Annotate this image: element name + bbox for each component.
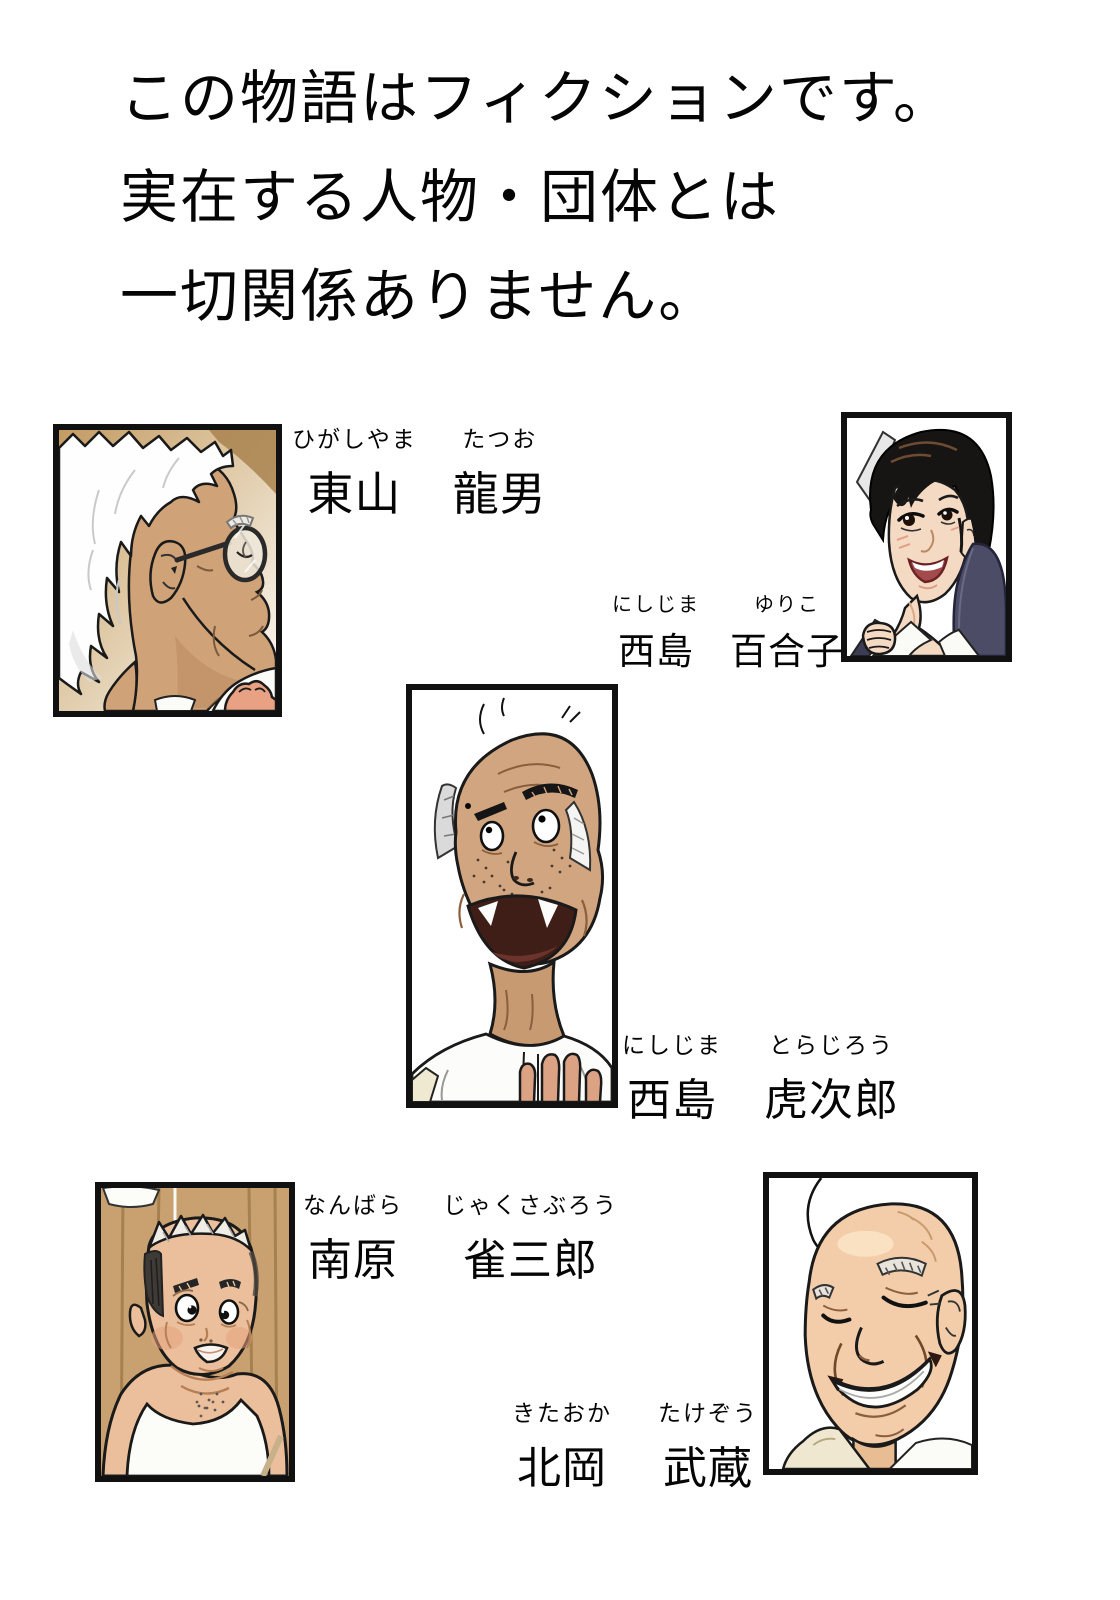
nanbara-portrait-illustration	[101, 1188, 289, 1476]
furigana-given: とらじろう	[769, 1032, 894, 1058]
family-name-column: にしじま 西島	[622, 1026, 722, 1128]
kitaoka-eyes	[821, 1286, 941, 1324]
nanbara-hair	[143, 1213, 259, 1318]
higashiyama-hair	[59, 430, 235, 696]
name-nanbara-jakusaburo: なんばら 南原 じゃくさぶろう 雀三郎	[303, 1186, 618, 1288]
given-name-column: ゆりこ 百合子	[730, 588, 844, 675]
kanji-given: 武蔵	[663, 1444, 753, 1493]
portrait-frame-higashiyama-tatsuo	[53, 424, 282, 717]
torajiro-stubble	[472, 848, 572, 896]
furigana-family: にしじま	[612, 594, 700, 616]
nanbara-chin-stubble	[197, 1392, 225, 1412]
torajiro-mouth	[466, 894, 578, 970]
nanbara-body	[101, 1363, 289, 1476]
nanbara-mouth	[193, 1343, 229, 1372]
kanji-family: 西島	[618, 632, 694, 673]
name-kitaoka-takezo: きたおか 北岡 たけぞう 武蔵	[512, 1394, 758, 1496]
torajiro-neck	[487, 958, 566, 1047]
yuriko-portrait-illustration	[847, 418, 1006, 656]
family-name-column: きたおか 北岡	[512, 1394, 612, 1496]
kanji-given: 雀三郎	[463, 1236, 598, 1285]
given-name-column: とらじろう 虎次郎	[764, 1026, 899, 1128]
yuriko-hand	[849, 618, 897, 656]
kanji-family: 東山	[307, 469, 402, 520]
yuriko-bag	[952, 542, 1006, 656]
yuriko-nose	[920, 529, 935, 553]
furigana-family: にしじま	[622, 1032, 722, 1058]
higashiyama-glasses	[174, 523, 268, 583]
kanji-family: 西島	[627, 1076, 717, 1125]
furigana-given: ゆりこ	[754, 594, 820, 616]
kitaoka-nose	[854, 1326, 885, 1366]
furigana-family: きたおか	[512, 1400, 612, 1426]
kitaoka-mouth	[827, 1351, 942, 1418]
given-name-column: じゃくさぶろう 雀三郎	[443, 1186, 618, 1288]
kitaoka-collar	[781, 1426, 972, 1469]
portrait-frame-nishijima-yuriko	[841, 412, 1012, 662]
kitaoka-portrait-illustration	[769, 1178, 972, 1469]
family-name-column: なんばら 南原	[303, 1186, 403, 1288]
nanbara-nose	[203, 1327, 209, 1342]
nanbara-eyes	[172, 1289, 249, 1328]
nanbara-ear	[128, 1303, 147, 1338]
furigana-family: なんばら	[303, 1192, 403, 1218]
torajiro-portrait-illustration	[412, 690, 612, 1102]
torajiro-eyebrows	[465, 783, 578, 821]
kanji-given: 龍男	[452, 469, 547, 520]
disclaimer-line-1: この物語はフィクションです。	[120, 66, 954, 131]
furigana-given: じゃくさぶろう	[443, 1192, 618, 1218]
furigana-family: ひがしやま	[292, 426, 417, 452]
torajiro-nose	[510, 851, 535, 887]
name-nishijima-torajiro: にしじま 西島 とらじろう 虎次郎	[622, 1026, 899, 1128]
higashiyama-portrait-illustration	[59, 430, 276, 711]
torajiro-side-hair	[433, 783, 460, 860]
disclaimer-line-3: 一切関係ありません。	[120, 264, 719, 329]
name-higashiyama-tatsuo: ひがしやま 東山 たつお 龍男	[292, 420, 547, 524]
kitaoka-ear	[935, 1289, 967, 1355]
torajiro-eyes	[479, 808, 561, 855]
family-name-column: にしじま 西島	[612, 588, 700, 675]
family-name-column: ひがしやま 東山	[292, 420, 417, 524]
given-name-column: たけぞう 武蔵	[658, 1394, 758, 1496]
higashiyama-eyebrow	[225, 514, 255, 530]
higashiyama-hand	[223, 680, 276, 711]
kanji-given: 百合子	[730, 632, 844, 673]
mole	[465, 803, 471, 809]
kitaoka-eyebrows	[812, 1256, 928, 1301]
disclaimer-text: この物語はフィクションです。 実在する人物・団体とは 一切関係ありません。	[120, 49, 953, 346]
kanji-family: 南原	[308, 1236, 398, 1285]
disclaimer-line-2: 実在する人物・団体とは	[120, 165, 781, 230]
portrait-frame-nanbara-jakusaburo	[95, 1182, 295, 1482]
yuriko-mouth	[907, 555, 949, 590]
torajiro-hand	[518, 1052, 603, 1102]
portrait-frame-kitaoka-takezo	[763, 1172, 978, 1475]
given-name-column: たつお 龍男	[453, 420, 547, 524]
furigana-given: たつお	[462, 426, 538, 452]
furigana-given: たけぞう	[658, 1400, 758, 1426]
name-nishijima-yuriko: にしじま 西島 ゆりこ 百合子	[612, 588, 844, 675]
portrait-frame-nishijima-torajiro	[406, 684, 618, 1108]
nanbara-eyebrows	[173, 1278, 241, 1293]
yuriko-eyes	[896, 494, 959, 532]
strap	[260, 1434, 284, 1476]
kanji-family: 北岡	[517, 1444, 607, 1493]
kanji-given: 虎次郎	[764, 1076, 899, 1125]
